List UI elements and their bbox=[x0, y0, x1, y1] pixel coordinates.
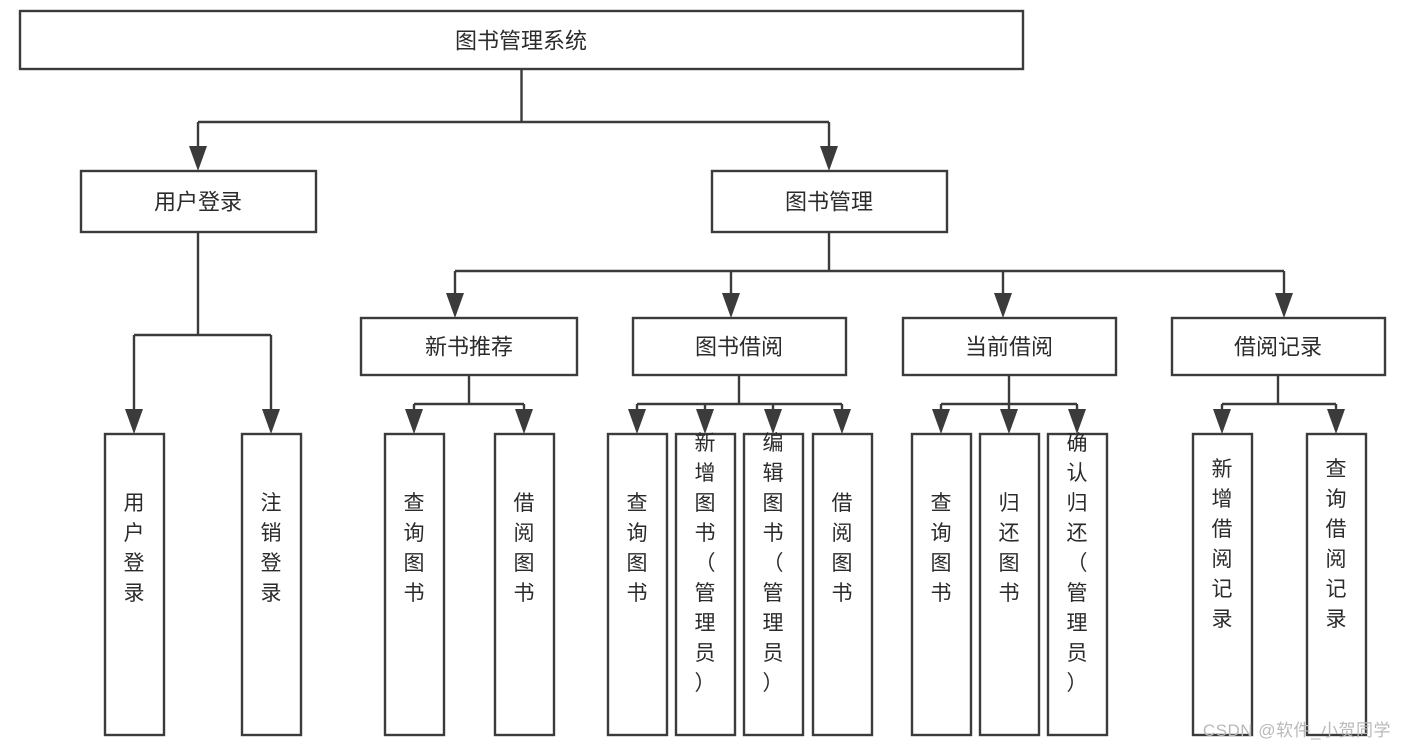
node-leaf-query-book-3-label: 查询图书 bbox=[931, 492, 952, 605]
node-leaf-edit-book-label: 编辑图书（管理员） bbox=[763, 432, 784, 695]
node-leaf-return-book-label: 归还图书 bbox=[999, 492, 1020, 605]
node-leaf-query-book-1-label: 查询图书 bbox=[404, 492, 425, 605]
arrowhead-leaf-query-book-2 bbox=[628, 409, 646, 434]
node-leaf-confirm-return-label: 确认归还（管理员） bbox=[1067, 432, 1088, 695]
node-borrow-record-label: 借阅记录 bbox=[1234, 335, 1322, 360]
arrowhead-leaf-confirm-return bbox=[1068, 409, 1086, 434]
node-book-manage-box[interactable] bbox=[710, 169, 949, 234]
node-book-borrow-label: 图书借阅 bbox=[695, 335, 783, 360]
node-leaf-confirm-return-box[interactable] bbox=[1046, 432, 1109, 737]
node-leaf-query-book-1-box[interactable] bbox=[383, 432, 446, 737]
node-leaf-query-book-3[interactable]: 查询图书 bbox=[910, 432, 973, 737]
arrowhead-leaf-query-book-1 bbox=[405, 409, 423, 434]
node-root-label: 图书管理系统 bbox=[455, 29, 587, 54]
node-leaf-borrow-book-1-label: 借阅图书 bbox=[514, 492, 535, 605]
node-leaf-borrow-book-2-label: 借阅图书 bbox=[832, 492, 853, 605]
arrowhead-user-login bbox=[189, 146, 207, 171]
node-current-borrow-box[interactable] bbox=[901, 316, 1118, 377]
node-leaf-borrow-book-1[interactable]: 借阅图书 bbox=[493, 432, 556, 737]
node-book-borrow-box[interactable] bbox=[631, 316, 848, 377]
node-leaf-query-book-2[interactable]: 查询图书 bbox=[606, 432, 669, 737]
node-leaf-query-book-1[interactable]: 查询图书 bbox=[383, 432, 446, 737]
arrowhead-leaf-user-login bbox=[125, 409, 143, 434]
node-user-login[interactable]: 用户登录 bbox=[79, 169, 318, 234]
node-root[interactable]: 图书管理系统 bbox=[18, 9, 1025, 71]
arrowhead-leaf-return-book bbox=[1000, 409, 1018, 434]
node-leaf-add-book-label: 新增图书（管理员） bbox=[695, 432, 716, 695]
node-leaf-borrow-book-1-box[interactable] bbox=[493, 432, 556, 737]
node-leaf-logout-label: 注销登录 bbox=[261, 492, 282, 605]
arrowhead-leaf-borrow-book-1 bbox=[515, 409, 533, 434]
node-leaf-borrow-book-2-box[interactable] bbox=[811, 432, 874, 737]
node-new-book-recommend-label: 新书推荐 bbox=[425, 335, 513, 360]
node-leaf-query-record-label: 查询借阅记录 bbox=[1326, 458, 1347, 631]
node-leaf-query-book-2-label: 查询图书 bbox=[627, 492, 648, 605]
node-new-book-recommend[interactable]: 新书推荐 bbox=[359, 316, 579, 377]
arrowhead-leaf-borrow-book-2 bbox=[833, 409, 851, 434]
node-root-box[interactable] bbox=[18, 9, 1025, 71]
node-leaf-add-record-label: 新增借阅记录 bbox=[1212, 458, 1233, 631]
connector-layer bbox=[125, 69, 1345, 434]
node-leaf-user-login-label: 用户登录 bbox=[124, 492, 145, 605]
node-user-login-label: 用户登录 bbox=[154, 190, 242, 215]
node-leaf-borrow-book-2[interactable]: 借阅图书 bbox=[811, 432, 874, 737]
node-leaf-edit-book[interactable]: 编辑图书（管理员） bbox=[742, 432, 805, 737]
arrowhead-new-book-recommend bbox=[446, 293, 464, 318]
node-leaf-add-record[interactable]: 新增借阅记录 bbox=[1191, 432, 1254, 737]
node-leaf-add-book-box[interactable] bbox=[674, 432, 737, 737]
node-current-borrow-label: 当前借阅 bbox=[965, 335, 1053, 360]
arrowhead-leaf-add-book bbox=[696, 409, 714, 434]
node-leaf-query-book-3-box[interactable] bbox=[910, 432, 973, 737]
arrowhead-book-manage bbox=[820, 146, 838, 171]
node-book-manage-label: 图书管理 bbox=[785, 190, 873, 215]
node-leaf-return-book[interactable]: 归还图书 bbox=[978, 432, 1041, 737]
arrowhead-book-borrow bbox=[722, 293, 740, 318]
node-book-manage[interactable]: 图书管理 bbox=[710, 169, 949, 234]
arrowhead-borrow-record bbox=[1275, 293, 1293, 318]
node-leaf-query-record[interactable]: 查询借阅记录 bbox=[1305, 432, 1368, 737]
node-leaf-edit-book-box[interactable] bbox=[742, 432, 805, 737]
arrowhead-leaf-logout bbox=[262, 409, 280, 434]
arrowhead-leaf-query-record bbox=[1327, 409, 1345, 434]
node-borrow-record[interactable]: 借阅记录 bbox=[1170, 316, 1387, 377]
arrowhead-leaf-add-record bbox=[1213, 409, 1231, 434]
node-leaf-confirm-return[interactable]: 确认归还（管理员） bbox=[1046, 432, 1109, 737]
node-leaf-logout[interactable]: 注销登录 bbox=[240, 432, 303, 737]
node-leaf-user-login-box[interactable] bbox=[103, 432, 166, 737]
node-user-login-box[interactable] bbox=[79, 169, 318, 234]
node-leaf-return-book-box[interactable] bbox=[978, 432, 1041, 737]
node-leaf-logout-box[interactable] bbox=[240, 432, 303, 737]
node-leaf-user-login[interactable]: 用户登录 bbox=[103, 432, 166, 737]
arrowhead-current-borrow bbox=[994, 293, 1012, 318]
node-leaf-add-record-box[interactable] bbox=[1191, 432, 1254, 737]
node-leaf-query-book-2-box[interactable] bbox=[606, 432, 669, 737]
node-book-borrow[interactable]: 图书借阅 bbox=[631, 316, 848, 377]
node-leaf-add-book[interactable]: 新增图书（管理员） bbox=[674, 432, 737, 737]
arrowhead-leaf-query-book-3 bbox=[932, 409, 950, 434]
arrowhead-leaf-edit-book bbox=[764, 409, 782, 434]
node-leaf-query-record-box[interactable] bbox=[1305, 432, 1368, 737]
node-borrow-record-box[interactable] bbox=[1170, 316, 1387, 377]
node-current-borrow[interactable]: 当前借阅 bbox=[901, 316, 1118, 377]
node-new-book-recommend-box[interactable] bbox=[359, 316, 579, 377]
